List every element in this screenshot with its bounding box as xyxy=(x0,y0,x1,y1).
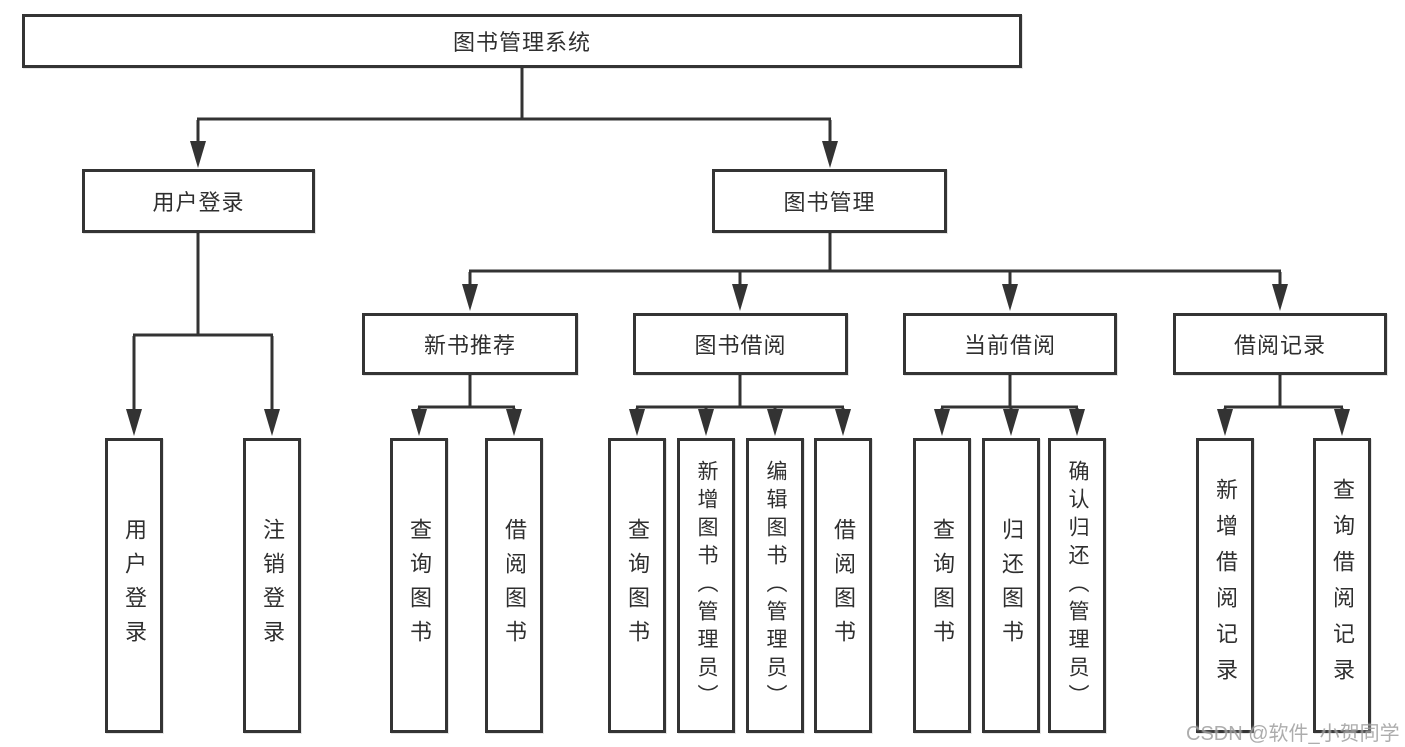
node-leaf-borrow-books-borrowing: 借阅图书 xyxy=(814,438,872,733)
node-new-book-recommend: 新书推荐 xyxy=(362,313,578,375)
node-leaf-logout: 注销登录 xyxy=(243,438,301,733)
node-label: 归还图书 xyxy=(999,517,1024,654)
node-label: 借阅图书 xyxy=(502,517,527,654)
csdn-watermark: CSDN @软件_小贺同学 xyxy=(1186,723,1400,745)
arrowhead-icons xyxy=(126,141,1350,436)
node-label: 借阅记录 xyxy=(1233,333,1326,358)
node-label: 新书推荐 xyxy=(423,333,516,358)
node-leaf-query-borrow-record: 查询借阅记录 xyxy=(1313,438,1371,733)
node-book-borrowing: 图书借阅 xyxy=(633,313,848,375)
node-label: 查询借阅记录 xyxy=(1330,477,1355,694)
node-leaf-add-borrow-record: 新增借阅记录 xyxy=(1196,438,1254,733)
node-user-login: 用户登录 xyxy=(82,169,315,233)
node-leaf-user-login: 用户登录 xyxy=(105,438,163,733)
node-leaf-confirm-return-admin: 确认归还（管理员） xyxy=(1048,438,1106,733)
node-leaf-edit-books-admin: 编辑图书（管理员） xyxy=(746,438,804,733)
node-label: 用户登录 xyxy=(122,517,147,654)
node-leaf-query-books-current: 查询图书 xyxy=(913,438,971,733)
node-label: 新增借阅记录 xyxy=(1213,477,1238,694)
node-label: 借阅图书 xyxy=(831,517,856,654)
node-label: 编辑图书（管理员） xyxy=(764,459,787,712)
node-root-system: 图书管理系统 xyxy=(22,14,1022,68)
node-label: 图书借阅 xyxy=(694,333,787,358)
node-label: 查询图书 xyxy=(930,517,955,654)
node-book-management: 图书管理 xyxy=(712,169,947,233)
node-label: 当前借阅 xyxy=(963,333,1056,358)
node-label: 图书管理 xyxy=(783,190,876,215)
node-label: 用户登录 xyxy=(152,190,245,215)
node-label: 注销登录 xyxy=(260,517,285,654)
node-leaf-return-books: 归还图书 xyxy=(982,438,1040,733)
node-leaf-add-books-admin: 新增图书（管理员） xyxy=(677,438,735,733)
node-borrowing-records: 借阅记录 xyxy=(1173,313,1387,375)
node-label: 查询图书 xyxy=(625,517,650,654)
node-leaf-query-books-recommend: 查询图书 xyxy=(390,438,448,733)
node-label: 确认归还（管理员） xyxy=(1066,459,1089,712)
node-label: 查询图书 xyxy=(407,517,432,654)
node-current-borrowing: 当前借阅 xyxy=(903,313,1117,375)
node-leaf-borrow-books-recommend: 借阅图书 xyxy=(485,438,543,733)
node-leaf-query-books-borrowing: 查询图书 xyxy=(608,438,666,733)
node-label: 图书管理系统 xyxy=(452,30,591,55)
node-label: 新增图书（管理员） xyxy=(695,459,718,712)
